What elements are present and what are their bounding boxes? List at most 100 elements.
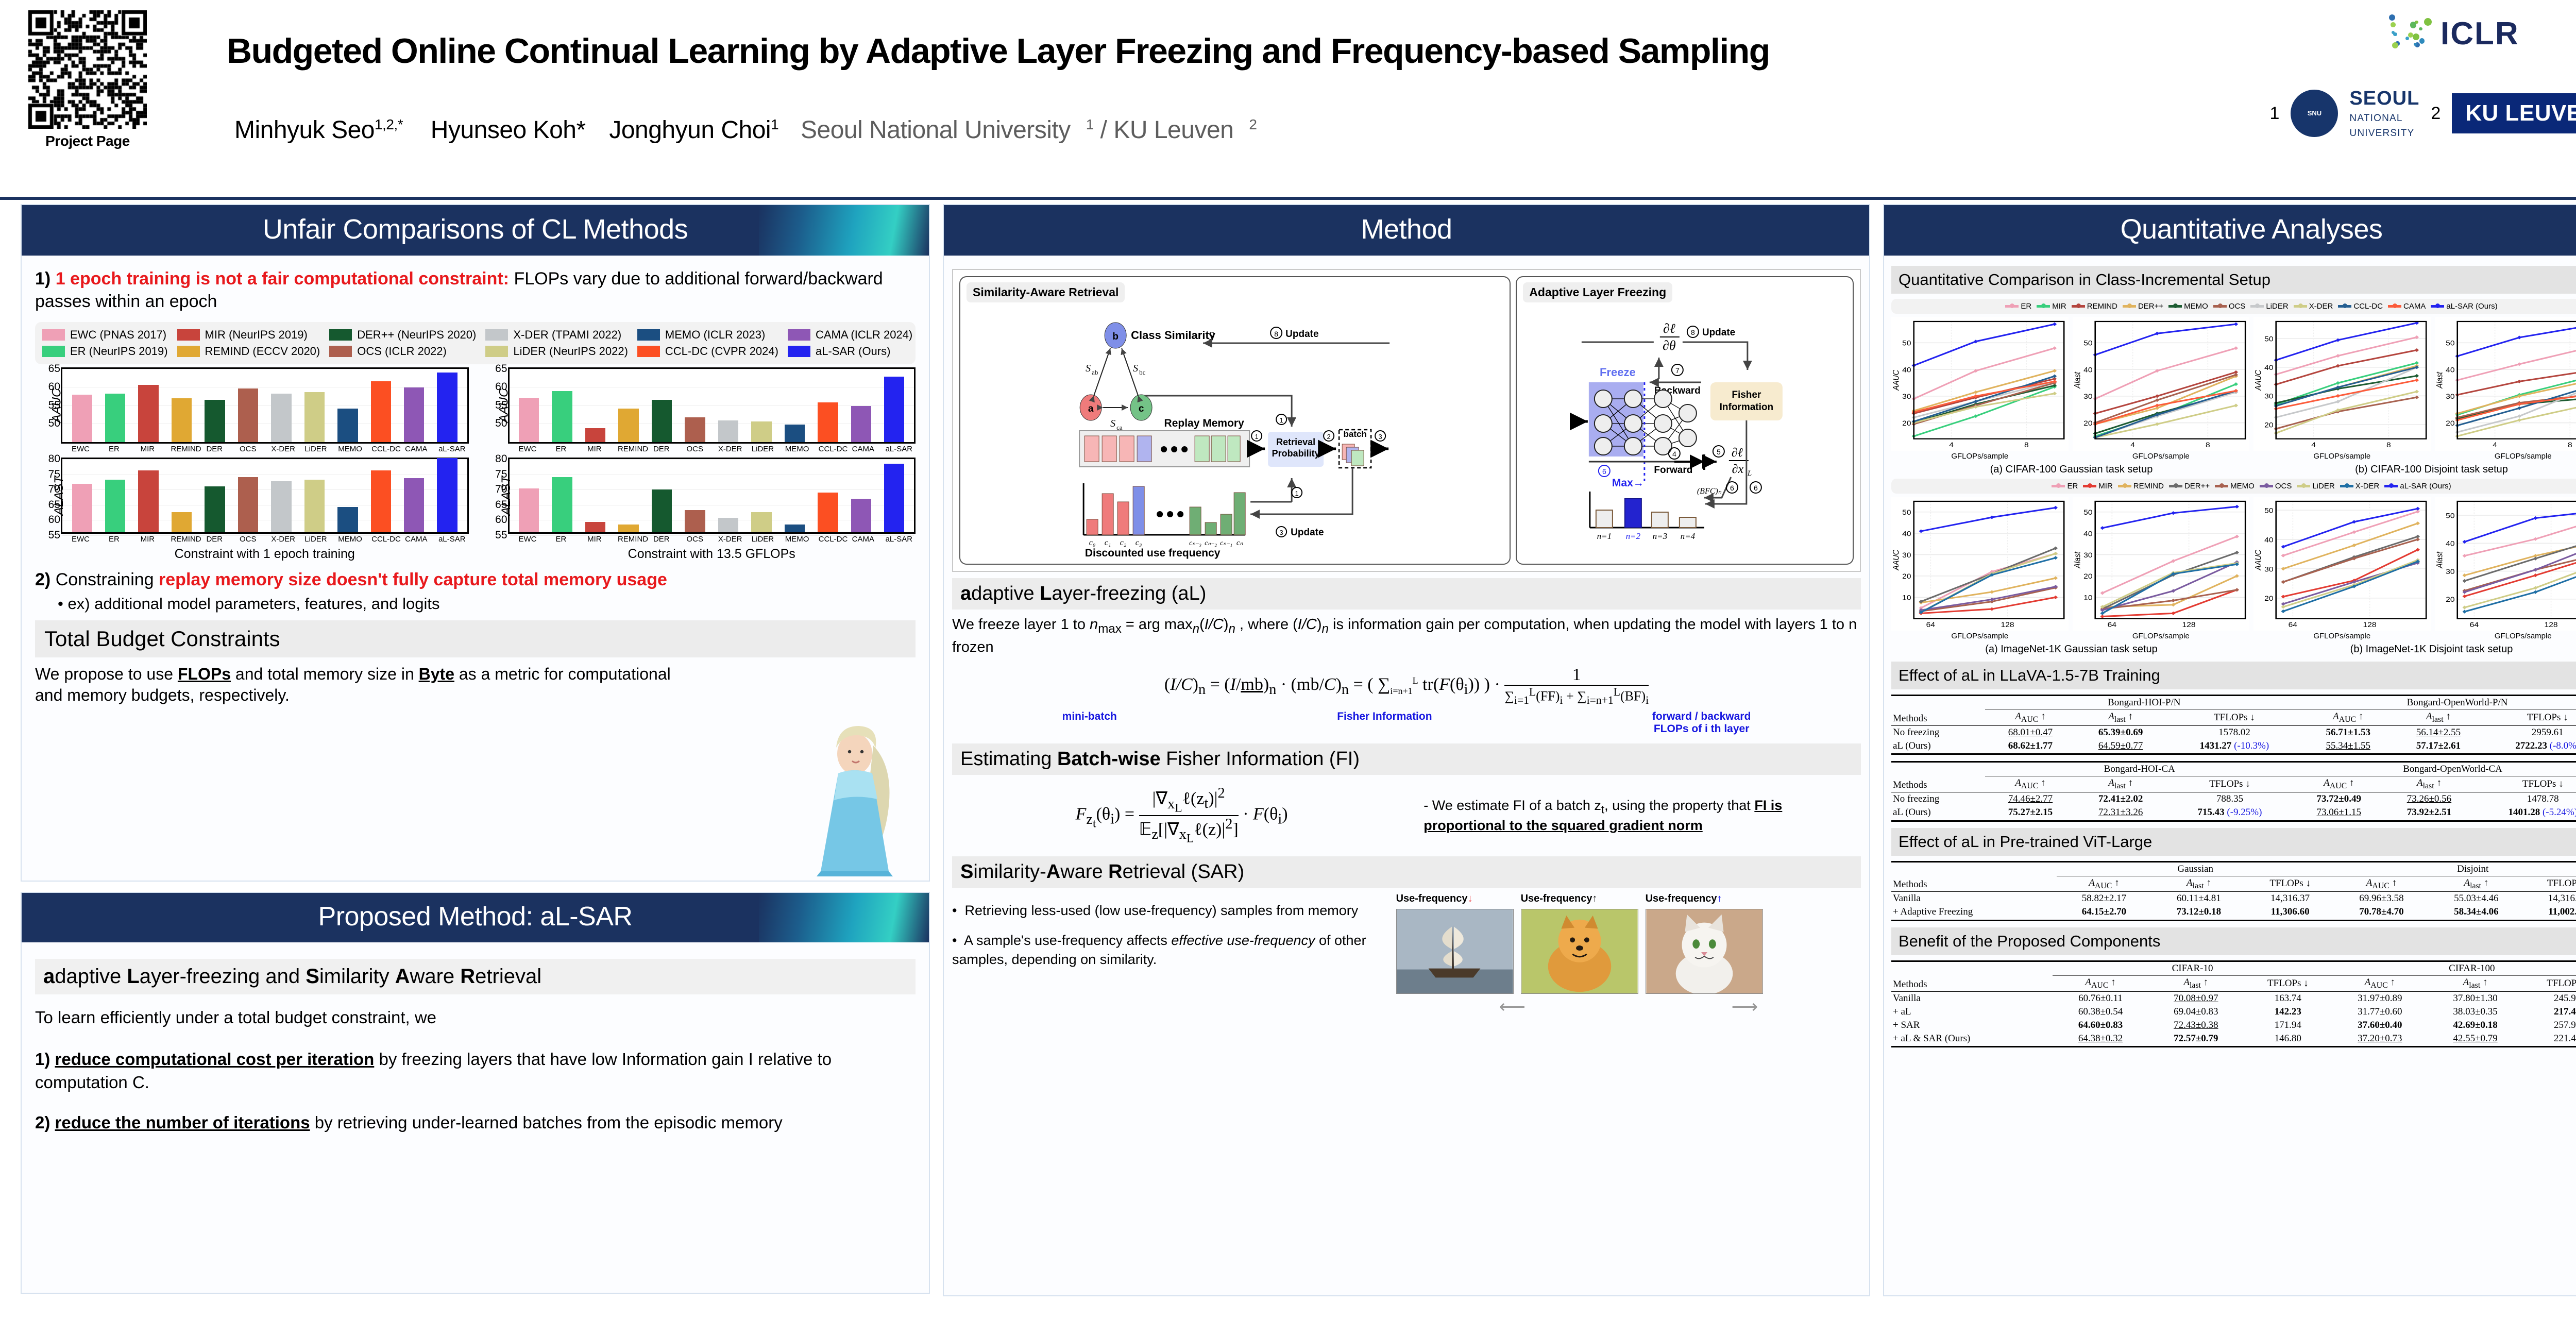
svg-text:40: 40 xyxy=(2446,540,2454,548)
bar xyxy=(652,400,672,442)
legend-item: REMIND xyxy=(2072,302,2117,311)
table-cell: 2959.61 xyxy=(2484,725,2576,739)
x-tick-label: LiDER xyxy=(304,535,325,544)
legend-label: LiDER xyxy=(2312,482,2334,491)
bar xyxy=(585,522,605,532)
x-tick-label: EWC xyxy=(71,535,91,544)
table-row: + aL60.38±0.5469.04±0.83142.2331.77±0.60… xyxy=(1891,1005,2576,1019)
table-cell: 58.34±4.06 xyxy=(2429,905,2523,919)
fi-equation-row: Fzt(θi) = |∇xLℓ(zt)|2 𝔼z[|∇xLℓ(z)|2] · F… xyxy=(952,780,1861,851)
legend-swatch xyxy=(637,329,660,341)
legend-item: DER++ xyxy=(2123,302,2163,311)
project-page-qr[interactable]: Project Page xyxy=(28,10,147,149)
legend-label: CAMA xyxy=(2403,302,2426,311)
diagram-alf-box: Adaptive Layer Freezing ∂ℓ ∂θ 8 Update xyxy=(1516,276,1854,565)
svg-text:64: 64 xyxy=(2289,621,2297,629)
svg-text:Freeze: Freeze xyxy=(1600,366,1636,379)
table-subcol-header: AAUC ↑ xyxy=(1985,776,2075,792)
snu-seal-text: SNU xyxy=(2308,110,2321,117)
table-cell: 68.01±0.47 xyxy=(1985,725,2075,739)
x-tick-label: REMIND xyxy=(171,445,191,453)
table-cell: 70.08±0.97 xyxy=(2148,991,2244,1005)
svg-text:4: 4 xyxy=(2493,442,2497,449)
svg-text:∂ℓ: ∂ℓ xyxy=(1663,321,1675,336)
table-subcol-header: TFLOPs ↓ xyxy=(2246,876,2334,892)
svg-text:bc: bc xyxy=(1139,368,1146,376)
fi-note-pre: - We estimate FI of a batch z xyxy=(1423,798,1601,813)
table-row: + aL & SAR (Ours)64.38±0.3272.57±0.79146… xyxy=(1891,1032,2576,1045)
sar-head-3: etrieval (SAR) xyxy=(1123,861,1245,883)
svg-text:8: 8 xyxy=(2386,442,2391,449)
x-tick-label: EWC xyxy=(71,445,91,453)
x-tick-label: MIR xyxy=(138,535,158,544)
caption-cifar-gaussian: (a) CIFAR-100 Gaussian task setup xyxy=(1891,464,2251,476)
bar xyxy=(652,489,672,532)
svg-text:30: 30 xyxy=(2083,393,2092,401)
line-chart-legend-imagenet: ERMIRREMINDDER++MEMOOCSLiDERX-DERaL-SAR … xyxy=(1891,479,2576,494)
y-axis-label: ALAST xyxy=(499,476,514,515)
x-tick-label: DER xyxy=(651,535,672,544)
svg-text:50: 50 xyxy=(1902,509,1911,517)
bar xyxy=(172,398,192,442)
svg-text:30: 30 xyxy=(2446,568,2454,576)
svg-text:S: S xyxy=(1133,363,1138,374)
table-cell: 64.60±0.83 xyxy=(2053,1019,2148,1032)
svg-text:Forward: Forward xyxy=(1654,465,1693,476)
affil-num-1: 1 xyxy=(2270,104,2280,124)
legend-line-swatch xyxy=(2215,485,2228,487)
svg-text:40: 40 xyxy=(2083,366,2092,374)
legend-line-swatch xyxy=(2294,305,2307,308)
legend-item: DER++ xyxy=(2169,482,2210,491)
sar-bullet-1-text: Retrieving less-used (low use-frequency)… xyxy=(964,903,1358,918)
x-axis-label: GFLOPs/sample xyxy=(1891,452,2069,461)
svg-text:5: 5 xyxy=(1717,448,1721,456)
m2-num: 2) xyxy=(35,1113,50,1132)
panel-method: Method Similarity-Aware Retrieval xyxy=(943,204,1870,1296)
x-tick-label: DER xyxy=(651,445,672,453)
x-tick-row: EWCERMIRREMINDDEROCSX-DERLiDERMEMOCCL-DC… xyxy=(61,444,469,453)
legend-item: ER (NeurIPS 2019) xyxy=(42,345,168,358)
bar-group xyxy=(510,459,914,532)
al-description: We freeze layer 1 to nmax = arg maxn(I/C… xyxy=(952,615,1861,658)
legend-item: CAMA (ICLR 2024) xyxy=(788,328,912,342)
table-cell: 60.11±4.81 xyxy=(2151,892,2246,906)
legend-label: CCL-DC xyxy=(2353,302,2383,311)
bar-chart-column: 50556065AAUCEWCERMIRREMINDDEROCSX-DERLiD… xyxy=(35,367,469,562)
legend-swatch xyxy=(788,329,810,341)
line-chart: 2030405064128AAUCGFLOPs/sample xyxy=(2253,497,2431,640)
bar xyxy=(884,377,904,442)
legend-swatch xyxy=(485,329,508,341)
legend-label: OCS xyxy=(2229,302,2246,311)
svg-text:Alast: Alast xyxy=(2073,371,2082,388)
table-subcol-header: TFLOPs ↓ xyxy=(2484,710,2576,726)
bar xyxy=(818,402,838,443)
svg-text:Information: Information xyxy=(1720,402,1774,413)
svg-text:cₙ₋₂: cₙ₋₂ xyxy=(1205,539,1217,547)
mh-S: S xyxy=(306,965,319,988)
al-section-heading: adaptive Layer-freezing (aL) xyxy=(952,578,1861,610)
bar xyxy=(718,518,738,532)
legend-line-swatch xyxy=(2037,305,2050,308)
university-logos: 1 SNU SEOUL NATIONAL UNIVERSITY 2 KU LEU… xyxy=(2270,77,2576,149)
legend-label: OCS xyxy=(2275,482,2292,491)
svg-text:cₙ₋₁: cₙ₋₁ xyxy=(1220,539,1232,547)
svg-text:6: 6 xyxy=(1730,484,1734,492)
panel-quantitative: Quantitative Analyses Quantitative Compa… xyxy=(1883,204,2576,1296)
bar-chart-plot: 50556065AAUC xyxy=(508,367,916,444)
snu-line-1: SEOUL xyxy=(2349,88,2419,109)
legend-label: EWC (PNAS 2017) xyxy=(70,328,166,342)
bar xyxy=(751,512,771,532)
svg-text:30: 30 xyxy=(2446,393,2454,401)
sar-bullet-2: • A sample's use-frequency affects effec… xyxy=(952,931,1383,969)
al-head-L: L xyxy=(1040,583,1052,604)
table-subcol-header: AAUC ↑ xyxy=(2053,975,2148,991)
bar-group xyxy=(62,459,467,532)
x-tick-label: DER xyxy=(204,445,225,453)
affiliation-1-sup: 1 xyxy=(1086,116,1094,132)
x-tick-label: aL-SAR xyxy=(886,535,906,544)
table-row: No freezing68.01±0.4765.39±0.691578.0256… xyxy=(1891,725,2576,739)
table-subcol-header: TFLOPs ↓ xyxy=(2166,710,2303,726)
bar-chart: 50556065AAUCEWCERMIRREMINDDEROCSX-DERLiD… xyxy=(61,367,469,453)
section-band-proposed: Proposed Method: aL-SAR xyxy=(22,893,929,942)
point-2-pre: Constraining xyxy=(56,570,159,589)
